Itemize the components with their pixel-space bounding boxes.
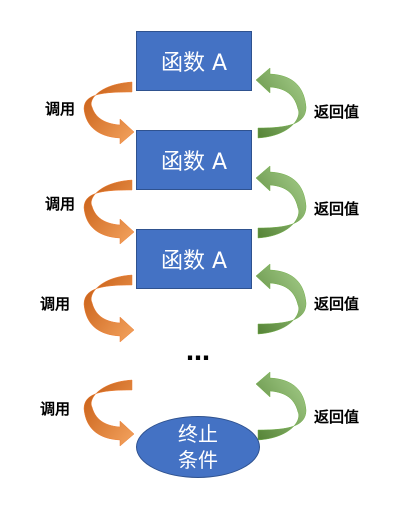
call-label-1: 调用 [45,100,76,118]
function-box-3: 函数 A [136,229,252,289]
return-arrow-4 [255,371,307,441]
termination-line-2: 条件 [178,448,218,472]
function-box-2-label: 函数 A [160,150,228,175]
return-label-3: 返回值 [314,295,360,313]
return-label-1: 返回值 [314,103,360,121]
call-label-4: 调用 [40,400,71,418]
termination-condition: 终止 条件 [136,416,260,478]
function-box-3-label: 函数 A [160,249,228,274]
return-arrow-2 [255,165,307,239]
return-label-2: 返回值 [314,200,360,218]
call-label-2: 调用 [45,195,76,213]
function-box-1-label: 函数 A [160,51,228,76]
return-arrow-3 [255,263,307,335]
termination-line-1: 终止 [178,422,218,446]
return-label-4: 返回值 [314,408,360,426]
call-arrow-4 [83,379,135,447]
function-box-2: 函数 A [136,130,252,190]
return-arrow-1 [255,67,307,139]
function-box-1: 函数 A [136,31,252,91]
call-arrow-3 [83,274,135,343]
call-label-3: 调用 [40,295,71,313]
call-arrow-1 [83,81,135,145]
call-arrow-2 [83,179,135,245]
ellipsis: … [186,338,211,366]
